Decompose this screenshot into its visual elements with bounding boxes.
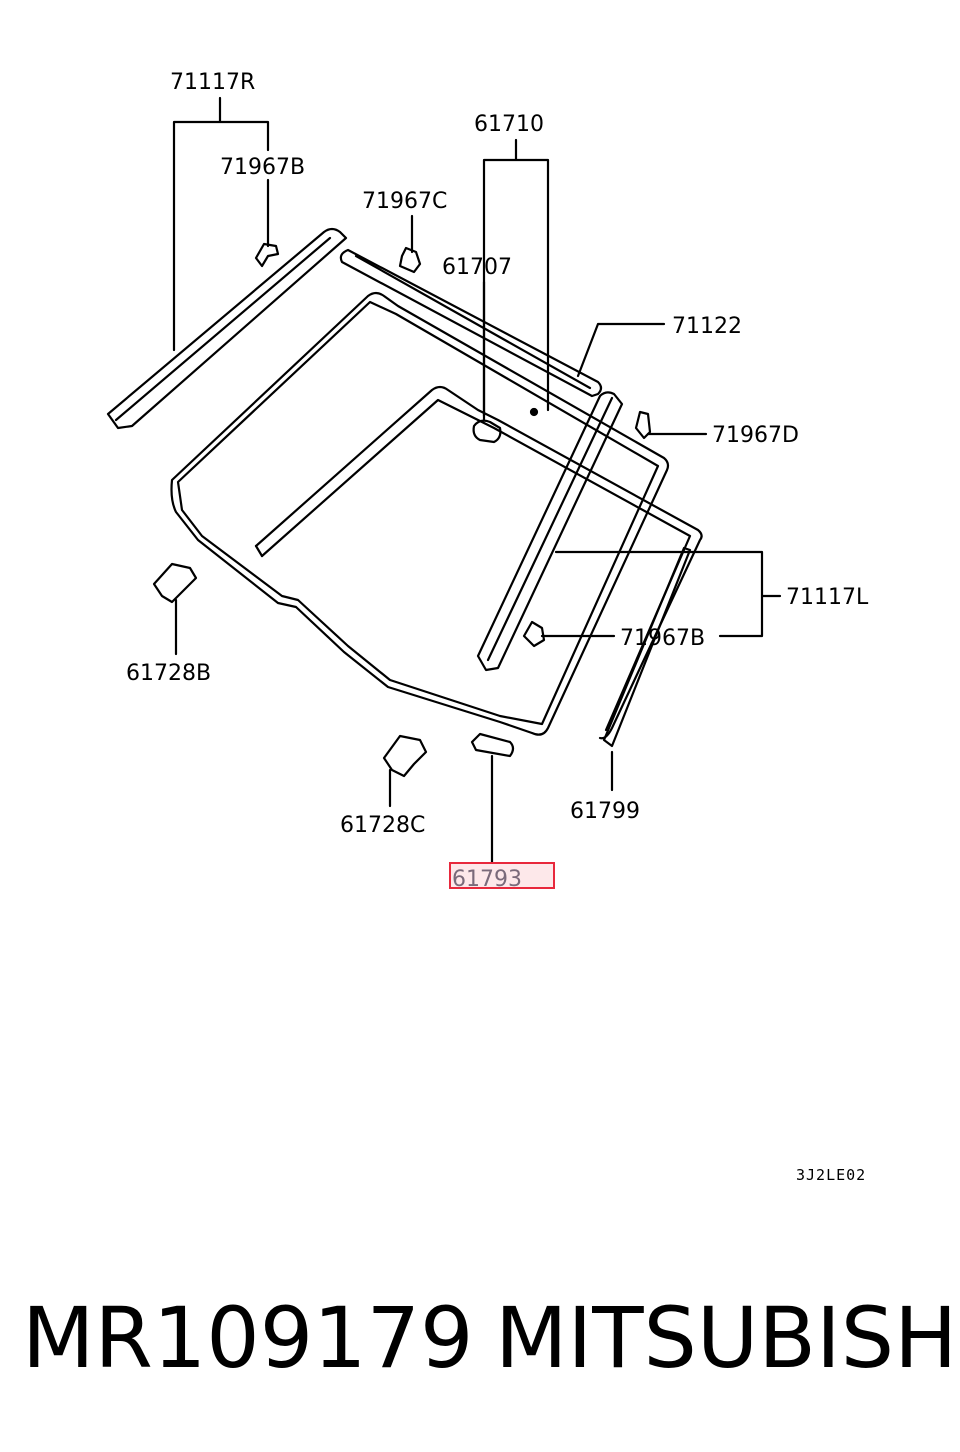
brand-name: MITSUBISHI [495, 1289, 960, 1387]
leader-71117R [172, 96, 270, 352]
right-pillar-molding [476, 391, 624, 672]
roof-molding [339, 248, 603, 398]
label-61728C: 61728C [340, 813, 425, 838]
clip-71967B-mid [522, 620, 546, 648]
footer: MR109179 MITSUBISHI [0, 1288, 960, 1398]
label-71967B-mid: 71967B [620, 626, 705, 651]
label-61728B: 61728B [126, 661, 211, 686]
clip-71967D [634, 410, 652, 440]
label-61707: 61707 [442, 255, 512, 280]
diagram-code: 3J2LE02 [796, 1166, 866, 1184]
part-number: MR109179 [22, 1289, 474, 1387]
label-71967B-top: 71967B [220, 155, 305, 180]
clip-71967C [398, 246, 422, 274]
clip-61728B [152, 562, 198, 604]
leader-71122 [576, 322, 666, 378]
leader-71117L [554, 550, 782, 638]
left-pillar-molding [106, 227, 348, 430]
label-61793: 61793 [452, 867, 522, 892]
windshield-glass-outline [170, 291, 670, 736]
label-71122: 71122 [672, 314, 742, 339]
inner-dam-strip [254, 385, 703, 740]
highlight-box [449, 862, 555, 889]
pad-61793 [470, 732, 515, 758]
spacer-61707 [472, 419, 502, 444]
windshield-glass-inner-edge [176, 300, 660, 726]
label-61799: 61799 [570, 799, 640, 824]
side-molding-61799 [602, 546, 692, 748]
label-71967D: 71967D [712, 423, 799, 448]
label-61710: 61710 [474, 112, 544, 137]
inner-dam-strip-inner [260, 398, 692, 732]
label-71967C: 71967C [362, 189, 447, 214]
clip-61728C [382, 734, 428, 778]
label-71117L: 71117L [786, 585, 869, 610]
label-71117R: 71117R [170, 70, 255, 95]
clip-71967B-top [254, 242, 280, 268]
leader-61710 [482, 138, 550, 418]
